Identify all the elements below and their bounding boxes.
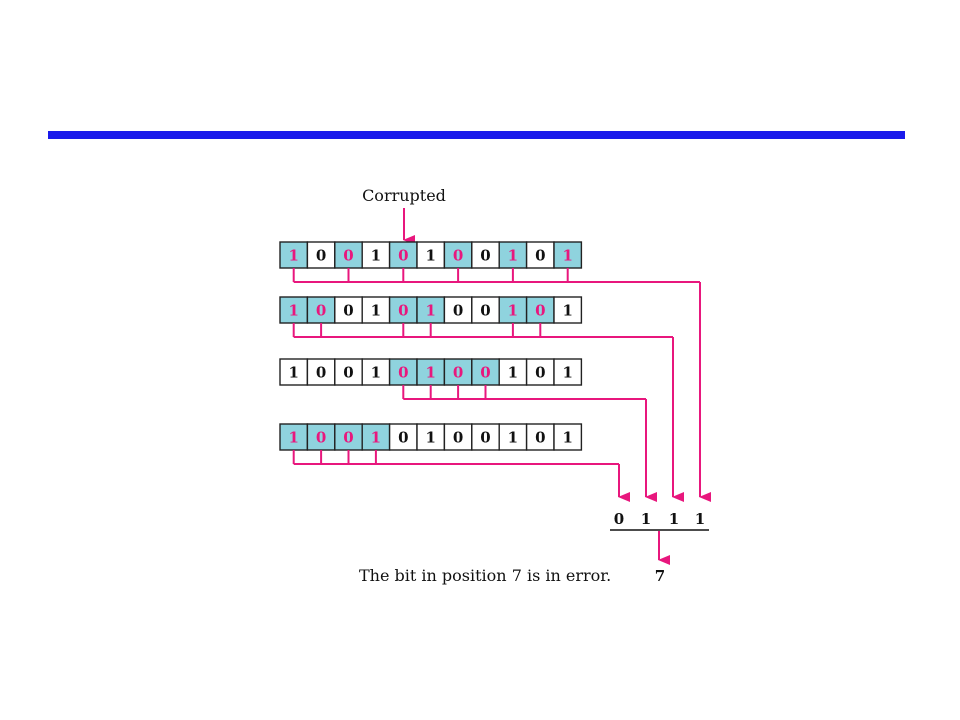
bit-value: 0 — [535, 364, 545, 382]
parity-connector — [292, 323, 684, 502]
bit-cell — [498, 296, 528, 324]
bit-value: 0 — [480, 247, 490, 265]
bit-cell — [525, 423, 555, 451]
bit-cell — [553, 358, 583, 386]
bit-value: 0 — [398, 302, 408, 320]
result-bit-4: 1 — [669, 510, 679, 528]
bit-value: 0 — [316, 247, 326, 265]
bit-value: 1 — [288, 302, 298, 320]
bit-cell — [471, 358, 500, 386]
bit-value: 0 — [480, 302, 490, 320]
bit-cell — [443, 296, 473, 324]
bit-value: 1 — [508, 247, 518, 265]
bit-value: 0 — [343, 302, 353, 320]
bit-cell — [553, 296, 583, 324]
bit-value: 0 — [480, 364, 490, 382]
bit-value: 1 — [288, 247, 298, 265]
bit-cell — [361, 241, 391, 269]
bit-value: 0 — [343, 247, 353, 265]
bit-value: 1 — [425, 302, 435, 320]
bit-value: 0 — [535, 429, 545, 447]
bit-value: 0 — [398, 247, 408, 265]
bit-value: 1 — [508, 302, 518, 320]
bit-value: 0 — [398, 364, 408, 382]
bit-cell — [361, 358, 391, 386]
bit-cell — [388, 358, 418, 386]
bit-cell — [525, 241, 555, 269]
syndrome-result: 0 1 1 1 The bit in position 7 is in erro… — [359, 510, 709, 585]
parity-connector — [402, 385, 657, 502]
bit-value: 1 — [508, 429, 518, 447]
bit-value: 1 — [371, 302, 381, 320]
bit-value: 1 — [562, 364, 572, 382]
bit-cell — [553, 423, 583, 451]
error-message: The bit in position 7 is in error. — [359, 566, 611, 585]
bit-value: 1 — [425, 364, 435, 382]
parity-connector — [292, 268, 711, 502]
bit-value: 1 — [371, 364, 381, 382]
bit-value: 0 — [343, 429, 353, 447]
bit-value: 1 — [562, 429, 572, 447]
bit-cell — [498, 241, 528, 269]
bit-cell — [471, 241, 500, 269]
bit-value: 1 — [508, 364, 518, 382]
bit-value: 1 — [425, 429, 435, 447]
bit-cell — [416, 423, 446, 451]
title-rule — [48, 131, 905, 139]
bit-value: 1 — [288, 364, 298, 382]
bit-value: 0 — [343, 364, 353, 382]
bit-value: 1 — [425, 247, 435, 265]
bit-cell — [416, 296, 446, 324]
bit-cell — [498, 358, 528, 386]
bit-cell — [416, 241, 446, 269]
bit-value: 1 — [371, 429, 381, 447]
bit-cell — [388, 296, 418, 324]
bit-cell — [443, 241, 473, 269]
result-bit-2: 1 — [641, 510, 651, 528]
bit-value: 1 — [288, 429, 298, 447]
bit-value: 0 — [453, 429, 463, 447]
bit-cell — [471, 296, 500, 324]
bit-value: 1 — [562, 247, 572, 265]
bit-value: 0 — [535, 302, 545, 320]
bit-value: 0 — [316, 364, 326, 382]
corrupted-label: Corrupted — [362, 186, 446, 205]
bit-value: 0 — [398, 429, 408, 447]
bit-value: 0 — [453, 247, 463, 265]
result-bit-8: 1 — [695, 510, 705, 528]
bit-value: 0 — [453, 364, 463, 382]
parity-connector — [292, 450, 630, 502]
bit-value: 1 — [371, 247, 381, 265]
result-bit-1: 0 — [614, 510, 624, 528]
bit-cell — [306, 241, 336, 269]
bit-value: 0 — [453, 302, 463, 320]
bit-value: 0 — [316, 302, 326, 320]
bit-cell — [553, 241, 583, 269]
bit-value: 0 — [316, 429, 326, 447]
bit-value: 1 — [562, 302, 572, 320]
error-position: 7 — [655, 567, 665, 585]
bit-cell — [498, 423, 528, 451]
bit-cell — [471, 423, 500, 451]
parity-connectors — [292, 268, 711, 502]
bit-value: 0 — [535, 247, 545, 265]
bit-cell — [279, 296, 309, 324]
bit-value: 0 — [480, 429, 490, 447]
